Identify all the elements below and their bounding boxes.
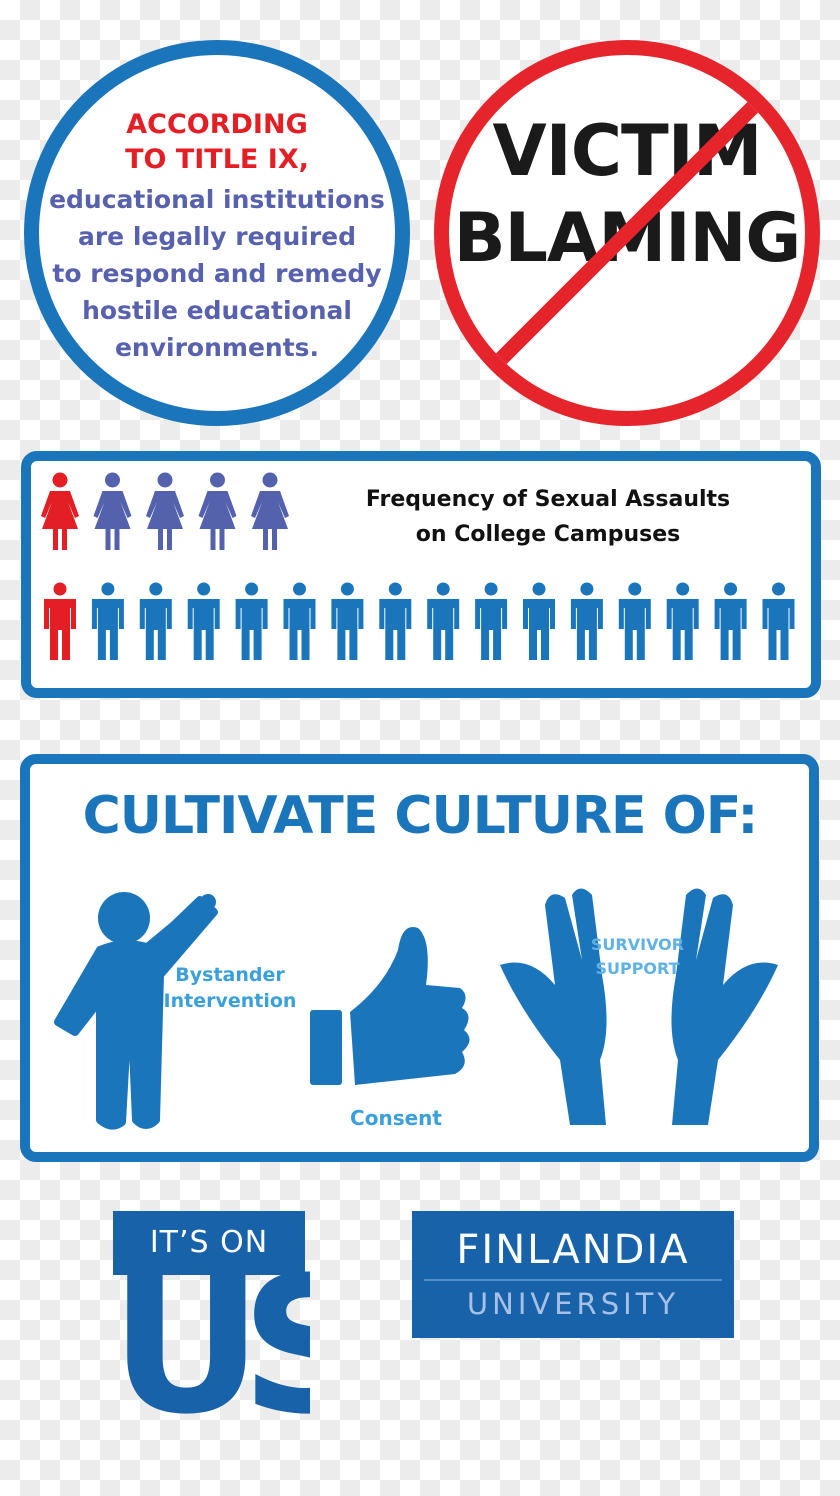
- logo-divider: [424, 1279, 722, 1281]
- thumbs-up-icon: [310, 926, 470, 1085]
- man-figure-icon: [139, 582, 172, 660]
- man-figure-icon: [283, 582, 316, 660]
- finlandia-text: FINLANDIA: [456, 1227, 690, 1273]
- woman-figure-icon: [198, 472, 237, 550]
- person-raising-hand-icon: [54, 892, 218, 1130]
- man-figure-icon: [666, 582, 699, 660]
- bystander-label-line2: Intervention: [163, 990, 297, 1012]
- man-figure-icon: [91, 582, 124, 660]
- man-figure-icon: [714, 582, 747, 660]
- finlandia-university-logo: FINLANDIA UNIVERSITY: [412, 1211, 734, 1338]
- man-figure-icon: [379, 582, 412, 660]
- figure-pictograms: [41, 472, 795, 660]
- survivor-label-line2: SUPPORT: [595, 959, 680, 978]
- culture-icons: [54, 888, 778, 1130]
- man-figure-icon: [570, 582, 603, 660]
- title-ix-heading-line2: TO TITLE IX,: [125, 144, 309, 175]
- title-ix-body-line: environments.: [114, 333, 320, 362]
- woman-figure-icon: [251, 472, 289, 550]
- woman-figure-icon: [93, 472, 132, 550]
- university-text: UNIVERSITY: [466, 1287, 680, 1321]
- frequency-panel: [21, 451, 821, 698]
- man-figure-icon: [618, 582, 651, 660]
- culture-heading: CULTIVATE CULTURE OF:: [82, 786, 759, 846]
- woman-figure-icon: [146, 472, 184, 550]
- title-ix-heading-line1: ACCORDING: [126, 109, 308, 140]
- man-figure-icon: [762, 582, 795, 660]
- prohibition-slash-icon: [484, 90, 770, 376]
- title-ix-body-line: hostile educational: [82, 296, 352, 325]
- consent-label: Consent: [350, 1106, 442, 1130]
- its-on-us-logo-us: US: [110, 1262, 310, 1432]
- man-figure-icon: [523, 582, 555, 660]
- frequency-title-line2: on College Campuses: [415, 522, 681, 547]
- frequency-title: Frequency of Sexual Assaults on College …: [340, 482, 756, 552]
- survivor-support-label: SURVIVOR SUPPORT: [570, 933, 705, 981]
- its-on-us-logo-top: IT’S ON: [113, 1211, 305, 1275]
- open-hands-icon: [500, 888, 778, 1125]
- man-figure-icon: [187, 582, 220, 660]
- man-figure-icon: [235, 582, 268, 660]
- woman-figure-icon: [41, 472, 79, 550]
- bystander-intervention-label: Bystander Intervention: [150, 962, 310, 1014]
- bystander-label-line1: Bystander: [175, 964, 285, 986]
- man-figure-icon: [44, 582, 76, 660]
- title-ix-body-line: are legally required: [77, 222, 356, 251]
- man-figure-icon: [475, 582, 508, 660]
- title-ix-body-line: educational institutions: [49, 185, 385, 214]
- survivor-label-line1: SURVIVOR: [590, 935, 685, 954]
- frequency-title-line1: Frequency of Sexual Assaults: [365, 487, 731, 512]
- man-figure-icon: [331, 582, 364, 660]
- title-ix-body-line: to respond and remedy: [52, 259, 382, 288]
- man-figure-icon: [427, 582, 460, 660]
